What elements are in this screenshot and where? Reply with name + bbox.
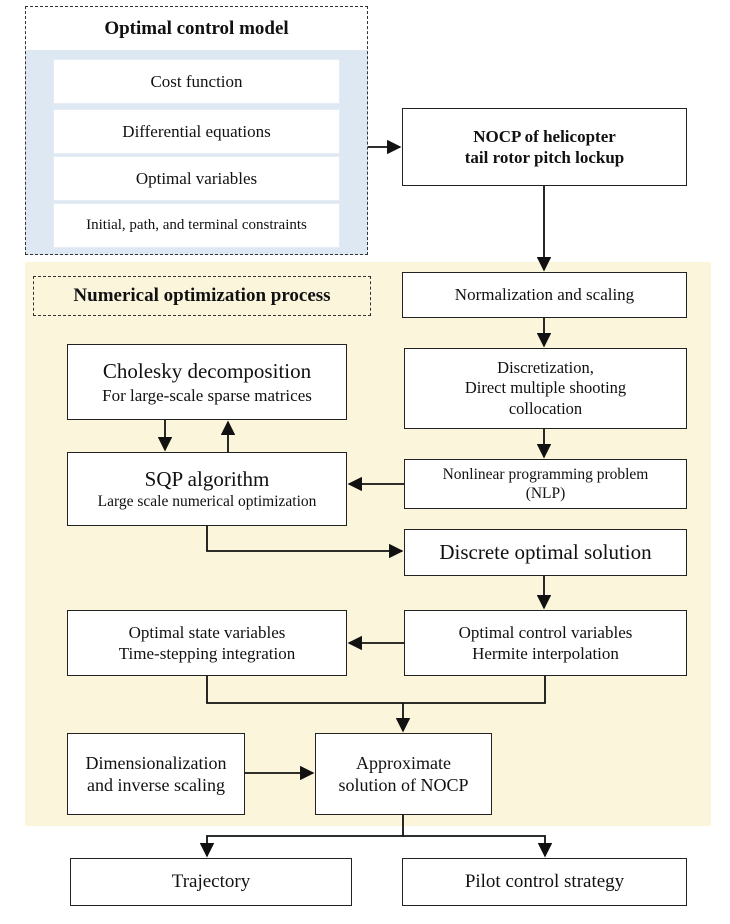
model-item-label: Cost function — [150, 71, 243, 91]
split-approx — [199, 815, 404, 858]
control-vars-line2: Hermite interpolation — [472, 644, 619, 663]
dimensionalization-line2: and inverse scaling — [87, 775, 225, 795]
optimal-control-model-border — [25, 6, 368, 255]
model-item-label: Optimal variables — [135, 168, 258, 188]
sqp-box: SQP algorithm Large scale numerical opti… — [67, 452, 347, 526]
process-title-label: Numerical optimization process — [73, 285, 331, 306]
merge-state — [206, 676, 546, 704]
trajectory-box: Trajectory — [70, 858, 352, 906]
discretization-line2: Direct multiple shooting — [464, 378, 627, 398]
pilot-label: Pilot control strategy — [464, 871, 625, 893]
discrete-solution-label: Discrete optimal solution — [439, 540, 652, 565]
normalization-label: Normalization and scaling — [454, 285, 635, 305]
approximate-solution-box: Approximate solution of NOCP — [315, 733, 492, 815]
dimensionalization-box: Dimensionalization and inverse scaling — [67, 733, 245, 815]
nlp-line2: (NLP) — [525, 485, 566, 502]
discretization-line3: collocation — [508, 398, 583, 418]
model-item-optimal-variables: Optimal variables — [54, 157, 339, 200]
nocp-line2: tail rotor pitch lockup — [464, 148, 625, 167]
normalization-box: Normalization and scaling — [402, 272, 687, 318]
nocp-line1: NOCP of helicopter — [473, 126, 616, 146]
arrow-approx-to-pilot — [403, 835, 553, 858]
state-vars-line1: Optimal state variables — [128, 622, 286, 642]
pilot-control-box: Pilot control strategy — [402, 858, 687, 906]
model-item-cost-function: Cost function — [54, 60, 339, 103]
model-item-label: Differential equations — [122, 121, 271, 141]
discretization-box: Discretization, Direct multiple shooting… — [404, 348, 687, 429]
cholesky-line2: For large-scale sparse matrices — [102, 385, 312, 405]
nlp-box: Nonlinear programming problem (NLP) — [404, 459, 687, 509]
cholesky-line1: Cholesky decomposition — [102, 359, 312, 384]
state-vars-line2: Time-stepping integration — [118, 644, 296, 663]
control-variables-box: Optimal control variables Hermite interp… — [404, 610, 687, 676]
model-item-label: Initial, path, and terminal constraints — [86, 217, 307, 233]
arrow-sqp-to-discrete — [206, 526, 404, 559]
cholesky-box: Cholesky decomposition For large-scale s… — [67, 344, 347, 420]
state-variables-box: Optimal state variables Time-stepping in… — [67, 610, 347, 676]
control-vars-line1: Optimal control variables — [458, 622, 633, 642]
nlp-line1: Nonlinear programming problem — [442, 465, 649, 483]
model-item-differential-equations: Differential equations — [54, 110, 339, 153]
approx-line2: solution of NOCP — [338, 775, 469, 795]
discretization-line1: Discretization, — [497, 357, 594, 377]
model-title: Optimal control model — [104, 18, 289, 39]
nocp-box: NOCP of helicopter tail rotor pitch lock… — [402, 108, 687, 186]
sqp-line2: Large scale numerical optimization — [97, 493, 317, 511]
process-title: Numerical optimization process — [33, 276, 371, 316]
model-item-constraints: Initial, path, and terminal constraints — [54, 204, 339, 247]
discrete-solution-box: Discrete optimal solution — [404, 529, 687, 576]
dimensionalization-line1: Dimensionalization — [85, 752, 227, 773]
approx-line1: Approximate — [356, 752, 451, 773]
trajectory-label: Trajectory — [171, 871, 251, 893]
sqp-line1: SQP algorithm — [144, 467, 270, 492]
